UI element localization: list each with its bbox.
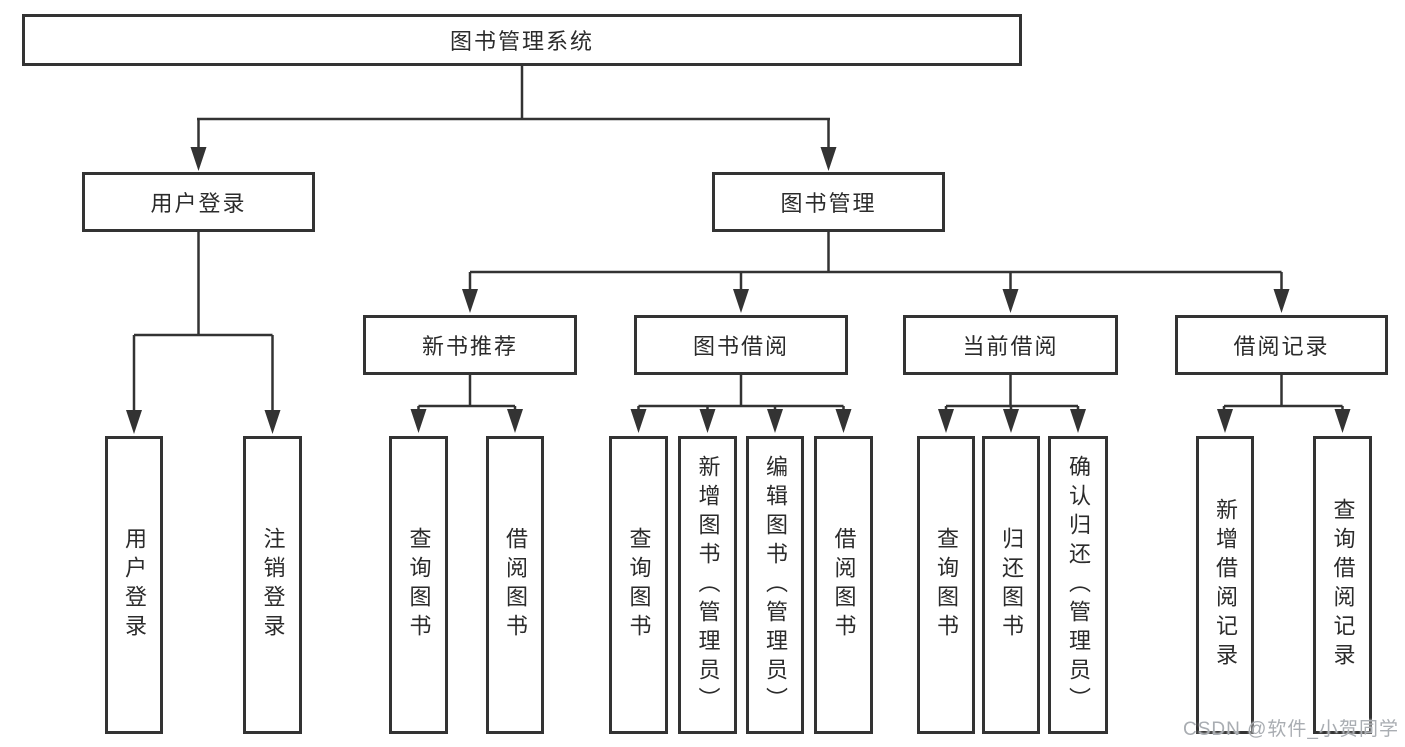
- node-label: 图书借阅: [692, 334, 789, 359]
- node-label: 用户登录: [122, 527, 147, 643]
- leaf-add-book-admin: 新增图书（管理员）: [678, 436, 737, 734]
- node-current-borrowing: 当前借阅: [903, 315, 1118, 375]
- leaf-query-books-1: 查询图书: [389, 436, 448, 734]
- arrow-down-icon: [835, 409, 852, 433]
- node-label: 归还图书: [999, 527, 1024, 643]
- arrow-down-icon: [126, 410, 142, 434]
- arrow-down-icon: [1334, 409, 1351, 433]
- node-label: 图书管理: [780, 191, 877, 216]
- leaf-edit-book-admin: 编辑图书（管理员）: [746, 436, 804, 734]
- arrow-down-icon: [1003, 409, 1019, 433]
- node-label: 编辑图书（管理员）: [763, 454, 788, 716]
- node-label: 查询借阅记录: [1330, 498, 1356, 672]
- node-label: 查询图书: [626, 527, 652, 643]
- arrow-down-icon: [264, 410, 281, 434]
- leaf-query-books-3: 查询图书: [917, 436, 975, 734]
- arrow-down-icon: [507, 409, 523, 433]
- node-label: 图书管理系统: [449, 29, 594, 54]
- leaf-return-book: 归还图书: [982, 436, 1040, 734]
- node-label: 确认归还（管理员）: [1066, 454, 1091, 716]
- arrow-down-icon: [1273, 289, 1290, 313]
- node-label: 用户登录: [150, 191, 247, 216]
- node-new-book-recommend: 新书推荐: [363, 315, 577, 375]
- node-label: 借阅图书: [831, 527, 857, 643]
- watermark-text: CSDN @软件_小贺同学: [1183, 719, 1399, 740]
- node-user-login: 用户登录: [82, 172, 315, 232]
- leaf-query-books-2: 查询图书: [609, 436, 668, 734]
- leaf-logout: 注销登录: [243, 436, 302, 734]
- arrow-down-icon: [767, 409, 783, 433]
- node-label: 新增借阅记录: [1213, 498, 1238, 672]
- arrow-down-icon: [1217, 409, 1233, 433]
- leaf-borrow-books-2: 借阅图书: [814, 436, 873, 734]
- arrow-down-icon: [1070, 409, 1086, 433]
- node-label: 新增图书（管理员）: [695, 454, 721, 716]
- arrow-down-icon: [190, 147, 207, 171]
- arrow-down-icon: [1002, 289, 1019, 313]
- node-label: 借阅图书: [503, 527, 528, 643]
- node-borrowing-records: 借阅记录: [1175, 315, 1388, 375]
- node-label: 当前借阅: [962, 334, 1059, 359]
- arrow-down-icon: [699, 409, 716, 433]
- node-book-management: 图书管理: [712, 172, 945, 232]
- leaf-add-borrow-record: 新增借阅记录: [1196, 436, 1254, 734]
- node-book-management-system: 图书管理系统: [22, 14, 1022, 66]
- node-label: 注销登录: [260, 527, 286, 643]
- node-label: 查询图书: [406, 527, 432, 643]
- arrow-down-icon: [938, 409, 954, 433]
- node-book-borrowing: 图书借阅: [634, 315, 848, 375]
- leaf-borrow-books-1: 借阅图书: [486, 436, 544, 734]
- leaf-user-login: 用户登录: [105, 436, 163, 734]
- leaf-query-borrow-record: 查询借阅记录: [1313, 436, 1372, 734]
- leaf-confirm-return-admin: 确认归还（管理员）: [1048, 436, 1108, 734]
- arrow-down-icon: [462, 289, 478, 313]
- arrow-down-icon: [733, 289, 749, 313]
- arrow-down-icon: [410, 409, 427, 433]
- node-label: 查询图书: [934, 527, 959, 643]
- arrow-down-icon: [820, 147, 837, 171]
- arrow-down-icon: [630, 409, 647, 433]
- node-label: 借阅记录: [1233, 334, 1330, 359]
- node-label: 新书推荐: [421, 334, 518, 359]
